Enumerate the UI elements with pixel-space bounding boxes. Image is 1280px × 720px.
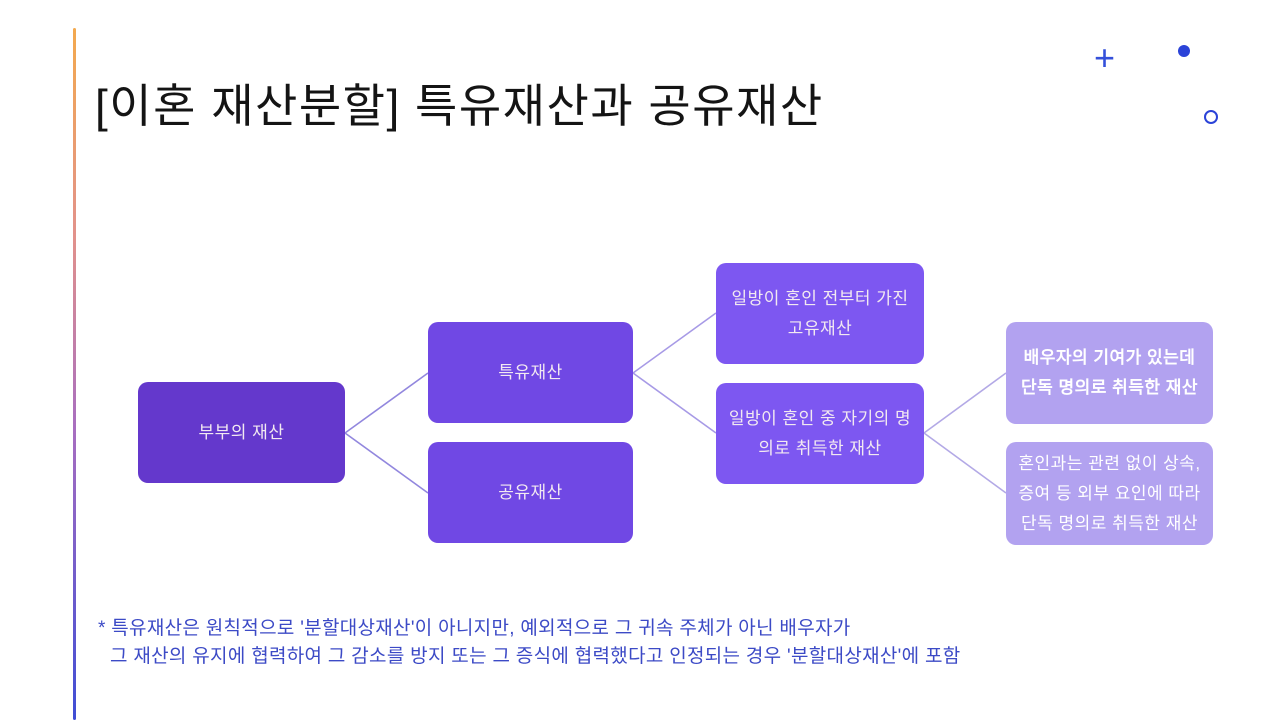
connector-special-selfacquired [632, 372, 717, 434]
node-spouse-contribution-property: 배우자의 기여가 있는데 단독 명의로 취득한 재산 [1006, 322, 1213, 424]
node-special-property: 특유재산 [428, 322, 633, 423]
plus-icon: + [1094, 37, 1116, 78]
connector-root-special [344, 372, 429, 434]
ring-icon [1204, 110, 1218, 124]
footnote-line-2: 그 재산의 유지에 협력하여 그 감소를 방지 또는 그 증식에 협력했다고 인… [110, 646, 961, 667]
node-self-acquired-property: 일방이 혼인 중 자기의 명 의로 취득한 재산 [716, 383, 924, 484]
node-couple-property: 부부의 재산 [138, 382, 345, 483]
connector-self-spousecontrib [923, 372, 1007, 434]
page-title: [이혼 재산분할] 특유재산과 공유재산 [95, 80, 824, 132]
connector-special-premarital [632, 312, 717, 374]
connector-root-common [344, 432, 429, 494]
footnote-line-1: * 특유재산은 원칙적으로 '분할대상재산'이 아니지만, 예외적으로 그 귀속… [98, 618, 851, 639]
footnote: * 특유재산은 원칙적으로 '분할대상재산'이 아니지만, 예외적으로 그 귀속… [98, 615, 961, 671]
node-common-property: 공유재산 [428, 442, 633, 543]
dot-icon [1178, 45, 1190, 57]
accent-gradient-line [73, 28, 76, 720]
connector-self-external [923, 432, 1007, 494]
node-premarital-property: 일방이 혼인 전부터 가진 고유재산 [716, 263, 924, 364]
node-external-acquired-property: 혼인과는 관련 없이 상속, 증여 등 외부 요인에 따라 단독 명의로 취득한… [1006, 442, 1213, 545]
